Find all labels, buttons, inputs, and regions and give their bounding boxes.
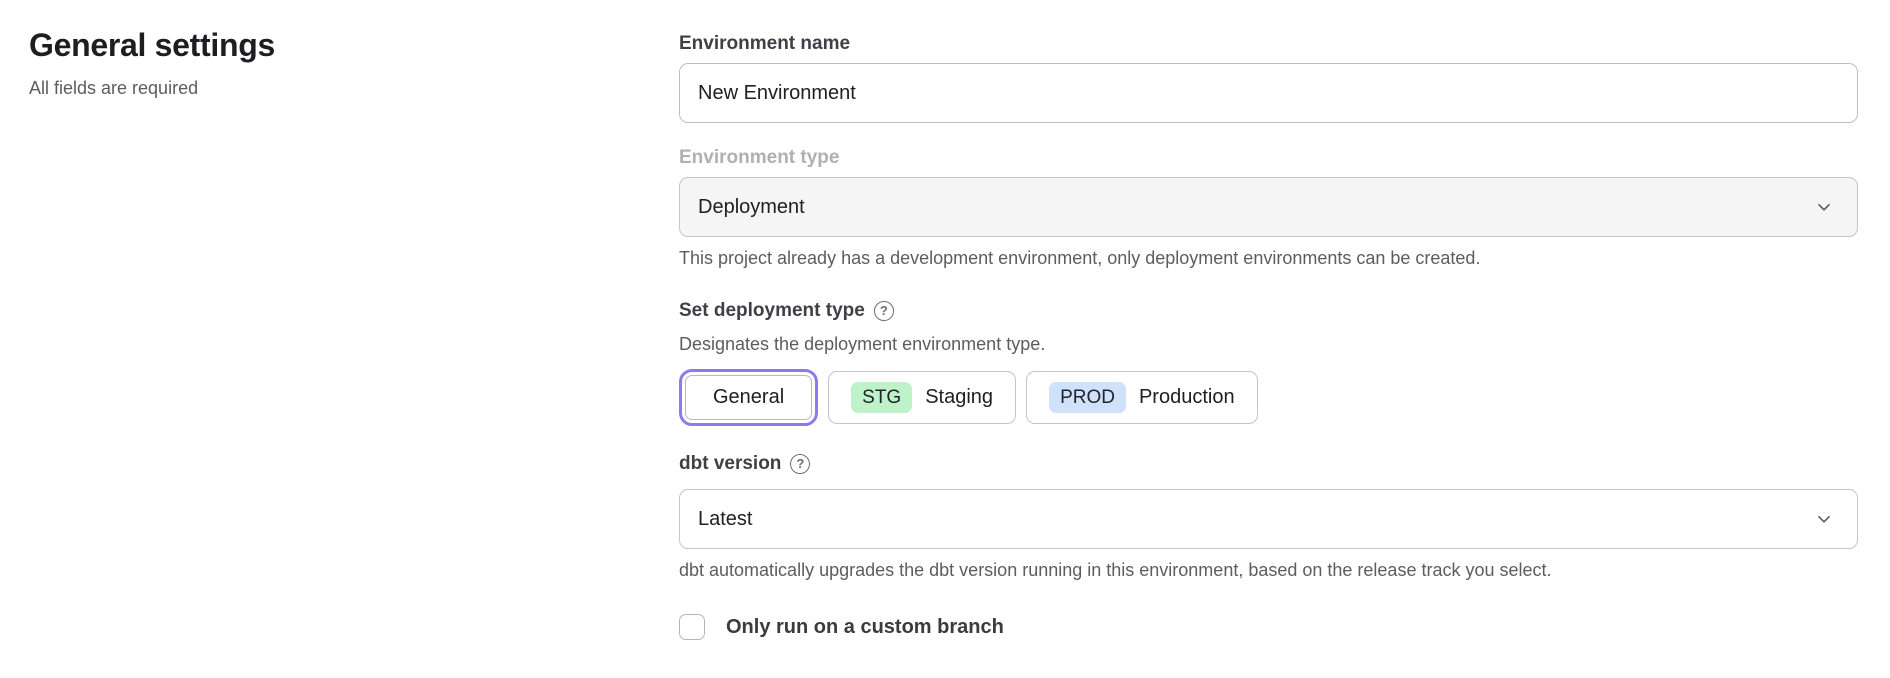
help-icon[interactable]: ? — [874, 301, 894, 321]
deployment-type-production-button[interactable]: PROD Production — [1026, 371, 1258, 424]
environment-type-value: Deployment — [698, 196, 805, 219]
deployment-type-staging-button[interactable]: STG Staging — [828, 371, 1016, 424]
selected-option-focus-ring: General — [679, 369, 818, 426]
environment-name-input[interactable] — [679, 63, 1858, 123]
environment-name-label: Environment name — [679, 33, 1858, 54]
deployment-type-label: Set deployment type ? — [679, 300, 1858, 321]
help-icon[interactable]: ? — [790, 454, 810, 474]
environment-name-label-text: Environment name — [679, 33, 850, 54]
staging-button-label: Staging — [925, 386, 993, 409]
custom-branch-checkbox[interactable] — [679, 614, 705, 640]
dbt-version-value: Latest — [698, 508, 752, 531]
dbt-version-label-text: dbt version — [679, 453, 781, 474]
custom-branch-label[interactable]: Only run on a custom branch — [726, 616, 1004, 639]
environment-type-label-text: Environment type — [679, 147, 839, 168]
settings-form: Environment name Environment type Deploy… — [679, 0, 1858, 640]
chevron-down-icon — [1815, 198, 1833, 216]
environment-type-label: Environment type — [679, 147, 1858, 168]
environment-type-helper: This project already has a development e… — [679, 249, 1858, 268]
staging-badge: STG — [851, 382, 912, 414]
section-header: General settings All fields are required — [0, 0, 679, 640]
production-badge: PROD — [1049, 382, 1126, 414]
production-button-label: Production — [1139, 386, 1235, 409]
dbt-version-label: dbt version ? — [679, 453, 1858, 474]
deployment-type-general-button[interactable]: General — [685, 375, 812, 420]
page-title: General settings — [29, 26, 679, 64]
dbt-version-select[interactable]: Latest — [679, 489, 1858, 549]
page-subtitle: All fields are required — [29, 77, 679, 100]
deployment-type-description: Designates the deployment environment ty… — [679, 335, 1858, 354]
dbt-version-helper: dbt automatically upgrades the dbt versi… — [679, 561, 1858, 580]
custom-branch-row: Only run on a custom branch — [679, 614, 1858, 640]
general-button-label: General — [713, 386, 784, 409]
deployment-type-options: General STG Staging PROD Production — [679, 369, 1858, 426]
general-settings-page: General settings All fields are required… — [0, 0, 1890, 640]
deployment-type-label-text: Set deployment type — [679, 300, 865, 321]
chevron-down-icon — [1815, 510, 1833, 528]
environment-type-select[interactable]: Deployment — [679, 177, 1858, 237]
